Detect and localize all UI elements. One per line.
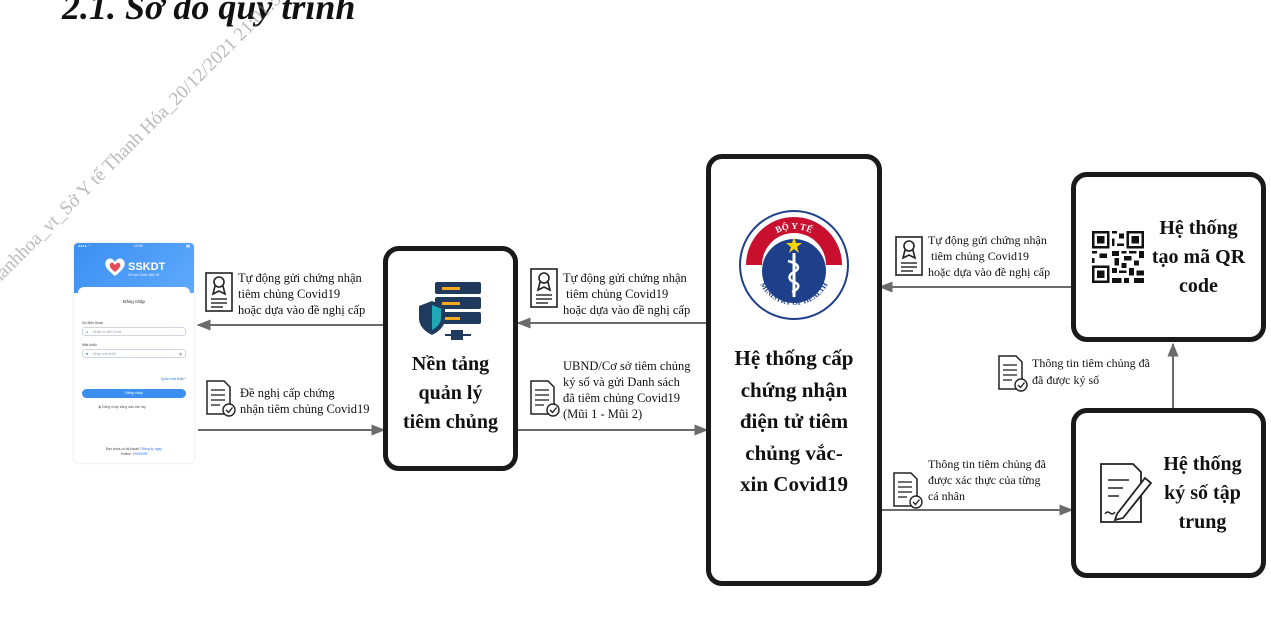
heart-shield-logo-icon <box>105 258 125 276</box>
status-battery: ▮▮ <box>186 244 190 248</box>
edge-label-ubnd: UBND/Cơ sở tiêm chủng ký số và gửi Danh … <box>563 358 690 422</box>
platform-title-line-3: tiêm chủng <box>403 411 498 433</box>
user-icon: ● <box>86 330 89 334</box>
fingerprint-login-label: Đăng nhập bằng dấu vân tay <box>102 405 146 409</box>
edge-label-verified-info: Thông tin tiêm chủng đã được xác thực củ… <box>928 456 1046 504</box>
edge-label-line: Tự động gửi chứng nhận <box>238 271 362 285</box>
edge-label-auto-send-left: Tự động gửi chứng nhận tiêm chủng Covid1… <box>238 270 365 318</box>
edge-label-signed-info: Thông tin tiêm chủng đã đã được ký số <box>1032 355 1150 389</box>
edge-label-line: được xác thực của từng <box>928 473 1041 487</box>
signing-title-line-3: trung <box>1178 510 1227 533</box>
register-link[interactable]: Đăng ký ngay <box>141 447 162 451</box>
document-check-icon <box>530 380 560 417</box>
phone-number-label: Số điện thoại <box>82 321 103 325</box>
signing-title-line-1: Hệ thống <box>1163 452 1242 475</box>
platform-title: Nền tảng quản lý tiêm chủng <box>403 350 498 437</box>
hotline-number[interactable]: 19009095 <box>132 452 148 456</box>
login-button[interactable]: Đăng nhập <box>82 389 186 398</box>
node-signing-system: Hệ thống ký số tập trung <box>1071 408 1266 578</box>
edge-label-line: Tự động gửi chứng nhận <box>928 233 1047 247</box>
svg-text:BỘ Y TẾ: BỘ Y TẾ <box>774 221 814 235</box>
status-carrier: ●●●● ◠ <box>78 244 91 248</box>
app-tagline: Sổ sức khỏe điện tử <box>128 273 160 277</box>
cert-title-line-4: chủng vắc- <box>745 440 843 465</box>
edge-label-line: hoặc dựa vào đề nghị cấp <box>238 303 366 317</box>
edge-label-line: UBND/Cơ sở tiêm chủng <box>563 359 691 373</box>
document-check-icon <box>206 380 236 417</box>
certificate-icon <box>895 236 923 276</box>
platform-title-line-1: Nền tảng <box>411 353 490 375</box>
certificate-icon <box>530 268 558 308</box>
edge-label-line: tiêm chủng Covid19 <box>563 287 669 301</box>
signing-system-title: Hệ thống ký số tập trung <box>1163 450 1241 537</box>
login-footer: Bạn chưa có tài khoản? Đăng ký ngay Hotl… <box>78 447 190 457</box>
edge-label-line: nhận tiêm chủng Covid19 <box>240 402 370 416</box>
node-certificate-system: BỘ Y TẾ MINISTRY OF HEALTH Hệ thống cấp … <box>706 154 882 586</box>
qr-title-line-1: Hệ thống <box>1159 216 1238 239</box>
document-check-icon <box>893 472 923 509</box>
edge-label-line: đã tiêm chủng Covid19 <box>563 391 680 405</box>
platform-title-line-2: quản lý <box>418 382 483 404</box>
app-name: SSKDT <box>128 261 166 273</box>
edge-label-line: tiêm chủng Covid19 <box>238 287 341 301</box>
node-platform: Nền tảng quản lý tiêm chủng <box>383 246 518 471</box>
edge-label-line: Thông tin tiêm chủng đã <box>1032 356 1150 370</box>
qr-title-line-2: tạo mã QR <box>1151 245 1246 268</box>
section-heading: 2.1. Sơ đồ quy trình <box>62 0 356 27</box>
edge-label-auto-send-mid: Tự động gửi chứng nhận tiêm chủng Covid1… <box>563 270 690 318</box>
phone-app-mockup: ●●●● ◠ 10:00 ▮▮ SSKDT Sổ sức khỏe điện t… <box>74 243 194 463</box>
edge-label-line: Thông tin tiêm chủng đã <box>928 457 1046 471</box>
node-qr-system: Hệ thống tạo mã QR code <box>1071 172 1266 342</box>
password-placeholder: Nhập mật khẩu <box>93 352 116 356</box>
edge-label-line: Tự động gửi chứng nhận <box>563 271 687 285</box>
status-time: 10:00 <box>133 244 143 248</box>
lock-icon: ■ <box>86 352 89 356</box>
logo-top-text: BỘ Y TẾ <box>774 221 814 235</box>
document-signature-icon <box>1100 463 1153 523</box>
certificate-system-title: Hệ thống cấp chứng nhận điện tử tiêm chủ… <box>734 343 853 501</box>
ministry-of-health-logo-icon: BỘ Y TẾ MINISTRY OF HEALTH <box>739 210 849 320</box>
cert-title-line-3: điện tử tiêm <box>739 409 849 433</box>
fingerprint-login-option[interactable]: ▣ Đăng nhập bằng dấu vân tay <box>98 405 146 409</box>
login-card: Đăng nhập Số điện thoại ● Nhập số điện t… <box>78 287 190 463</box>
server-shield-icon <box>418 282 481 340</box>
edge-label-line: tiêm chủng Covid19 <box>928 249 1029 263</box>
edge-label-line: ký số và gửi Danh sách <box>563 375 680 389</box>
edge-label-line: hoặc dựa vào đề nghị cấp <box>563 303 691 317</box>
edge-label-request: Đề nghị cấp chứng nhận tiêm chủng Covid1… <box>240 385 370 417</box>
forgot-password-link[interactable]: Quên mật khẩu? <box>160 377 186 381</box>
checkbox-icon: ▣ <box>98 405 102 409</box>
cert-title-line-2: chứng nhận <box>740 377 848 402</box>
hotline-label: Hotline: <box>120 452 132 456</box>
edge-label-auto-send-right: Tự động gửi chứng nhận tiêm chủng Covid1… <box>928 232 1050 280</box>
phone-status-bar: ●●●● ◠ 10:00 ▮▮ <box>78 244 190 248</box>
phone-number-input[interactable]: ● Nhập số điện thoại <box>82 327 186 336</box>
login-title: Đăng nhập <box>122 299 146 304</box>
edge-label-line: (Mũi 1 - Mũi 2) <box>563 407 643 421</box>
phone-number-placeholder: Nhập số điện thoại <box>93 330 122 334</box>
edge-label-line: đã được ký số <box>1032 373 1100 387</box>
qr-code-icon <box>1091 231 1144 283</box>
edge-label-line: Đề nghị cấp chứng <box>240 386 335 400</box>
document-check-icon <box>998 355 1028 392</box>
phone-header: ●●●● ◠ 10:00 ▮▮ SSKDT Sổ sức khỏe điện t… <box>74 243 194 293</box>
cert-title-line-5: xin Covid19 <box>740 472 848 496</box>
edge-label-line: hoặc dựa vào đề nghị cấp <box>928 265 1051 279</box>
qr-system-title: Hệ thống tạo mã QR code <box>1152 214 1245 301</box>
eye-icon[interactable]: ◉ <box>179 352 182 356</box>
no-account-text: Bạn chưa có tài khoản? <box>106 447 141 451</box>
cert-title-line-1: Hệ thống cấp <box>734 346 854 370</box>
password-label: Mật khẩu <box>82 343 97 347</box>
password-input[interactable]: ■ Nhập mật khẩu ◉ <box>82 349 186 358</box>
qr-title-line-3: code <box>1179 274 1218 297</box>
signing-title-line-2: ký số tập <box>1164 481 1241 504</box>
edge-label-line: cá nhân <box>928 489 965 503</box>
certificate-icon <box>205 272 233 312</box>
